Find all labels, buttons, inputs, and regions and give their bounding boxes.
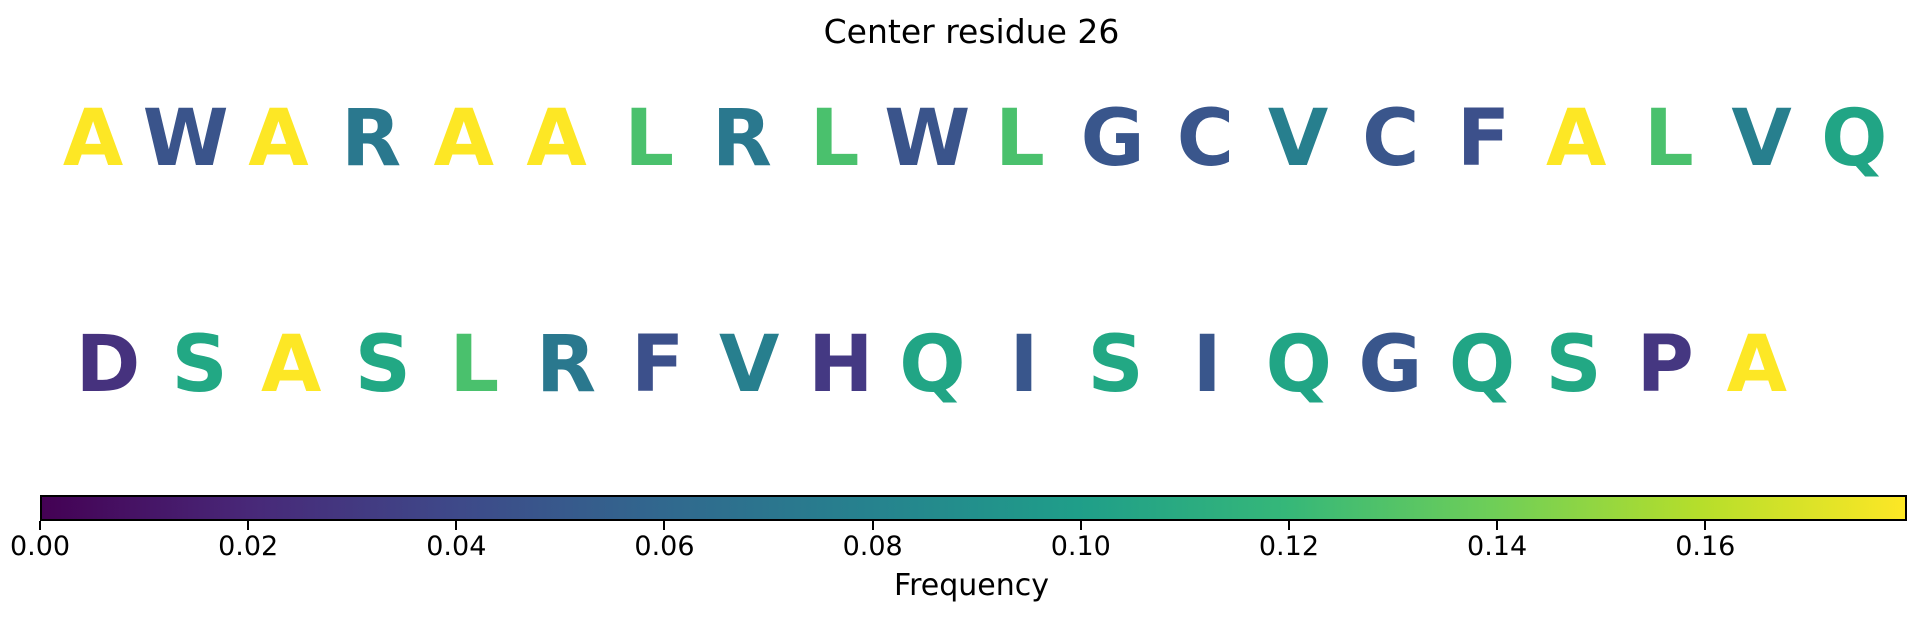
sequence-letter: A: [62, 94, 124, 184]
colorbar-tick-label: 0.00: [9, 531, 71, 562]
sequence-letter: C: [1176, 94, 1235, 184]
colorbar-tick: [871, 521, 874, 530]
colorbar-tick-label: 0.14: [1467, 531, 1528, 562]
sequence-letter: S: [1545, 320, 1602, 410]
colorbar-tick-label: 0.16: [1675, 531, 1736, 562]
colorbar-tick: [663, 521, 666, 530]
sequence-letter: R: [341, 94, 402, 184]
sequence-letter: R: [535, 320, 597, 410]
colorbar-tick-label: 0.06: [634, 531, 695, 562]
colorbar-gradient: [40, 495, 1907, 521]
sequence-letter: Q: [899, 320, 966, 410]
sequence-letter: P: [1636, 320, 1694, 410]
sequence-letter: A: [248, 94, 309, 184]
sequence-letter: V: [1267, 94, 1329, 184]
colorbar-tick: [1079, 521, 1082, 530]
sequence-letter: F: [630, 320, 685, 410]
sequence-letter: A: [433, 94, 494, 184]
sequence-letter: V: [1731, 94, 1792, 184]
colorbar-tick: [39, 521, 41, 530]
colorbar-tick: [1496, 521, 1499, 530]
sequence-letter: A: [261, 320, 322, 410]
sequence-letter: Q: [1821, 94, 1888, 184]
sequence-letter: Q: [1448, 320, 1516, 410]
sequence-letter: S: [171, 320, 228, 410]
sequence-letter: S: [354, 320, 411, 410]
colorbar-tick: [455, 521, 458, 530]
sequence-letter: A: [1546, 94, 1607, 184]
colorbar-tick-label: 0.08: [842, 531, 903, 562]
colorbar-tick-label: 0.04: [426, 531, 487, 562]
figure-title: Center residue 26: [823, 12, 1120, 51]
sequence-letter: D: [75, 320, 141, 410]
sequence-letter: A: [1726, 320, 1787, 410]
sequence-letter: W: [142, 94, 229, 184]
sequence-letter: L: [1644, 94, 1694, 184]
sequence-letter: W: [884, 94, 971, 184]
sequence-letter: L: [809, 94, 860, 184]
colorbar-tick: [247, 521, 250, 530]
sequence-letter: I: [1192, 320, 1222, 410]
colorbar-tick: [1287, 521, 1290, 530]
sequence-letter: V: [719, 320, 780, 410]
sequence-letter: Q: [1265, 320, 1332, 410]
colorbar-tick-label: 0.10: [1050, 531, 1111, 562]
sequence-letter: L: [624, 94, 675, 184]
sequence-letter: F: [1456, 94, 1511, 184]
sequence-letter: I: [1009, 320, 1039, 410]
sequence-letter: A: [526, 94, 587, 184]
sequence-letter: H: [808, 320, 874, 410]
colorbar-axis-label: Frequency: [894, 568, 1049, 603]
sequence-letter: S: [1087, 320, 1144, 410]
colorbar-tick: [1704, 521, 1707, 530]
sequence-letter: L: [995, 94, 1045, 184]
sequence-letter: L: [449, 320, 500, 410]
sequence-letter: C: [1362, 94, 1420, 184]
colorbar-tick-label: 0.02: [218, 531, 279, 562]
sequence-letter: G: [1080, 94, 1145, 184]
colorbar-tick-label: 0.12: [1258, 531, 1319, 562]
sequence-letter: G: [1358, 320, 1423, 410]
sequence-letter: R: [711, 94, 772, 184]
